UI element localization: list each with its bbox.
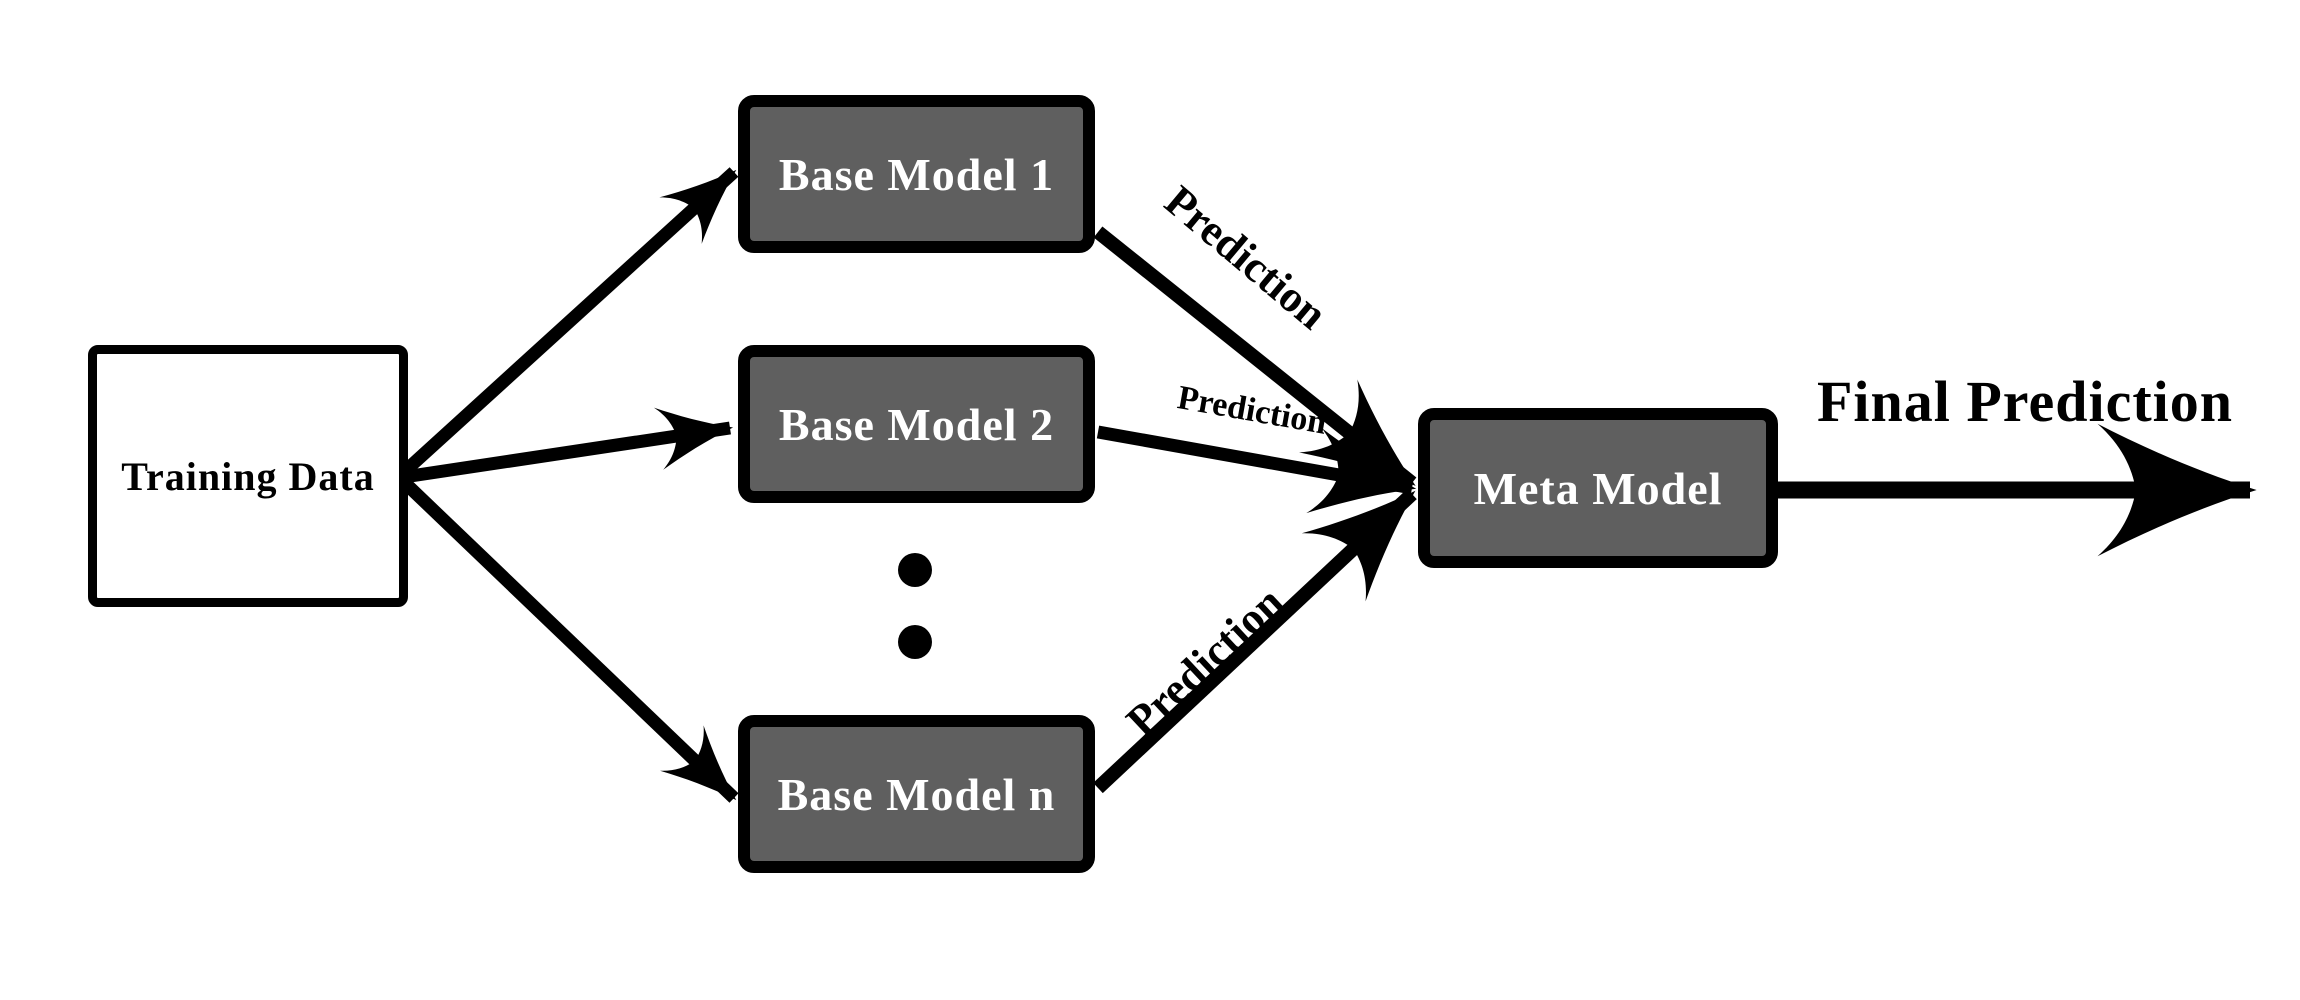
- node-base-model-2-label: Base Model 2: [778, 398, 1055, 450]
- arrow-training-to-base1: [399, 167, 739, 477]
- arrow-basen-to-meta: [1093, 488, 1417, 794]
- node-base-model-1-label: Base Model 1: [778, 148, 1055, 200]
- node-meta-model: Meta Model: [1418, 408, 1778, 568]
- arrow-training-to-basen: [399, 477, 739, 803]
- final-prediction-label: Final Prediction: [1816, 369, 2234, 434]
- node-training-data-label: Training Data: [121, 453, 375, 499]
- node-base-model-2: Base Model 2: [738, 345, 1095, 503]
- ellipsis-dot: [898, 625, 932, 659]
- node-base-model-n-label: Base Model n: [777, 768, 1056, 820]
- node-base-model-1: Base Model 1: [738, 95, 1095, 253]
- node-base-model-n: Base Model n: [738, 715, 1095, 873]
- arrow-training-to-base2: [403, 407, 734, 484]
- node-meta-model-label: Meta Model: [1473, 462, 1723, 514]
- arrow-base2-to-meta: [1096, 425, 1417, 514]
- node-training-data: Training Data: [88, 345, 408, 607]
- ellipsis-dot: [898, 553, 932, 587]
